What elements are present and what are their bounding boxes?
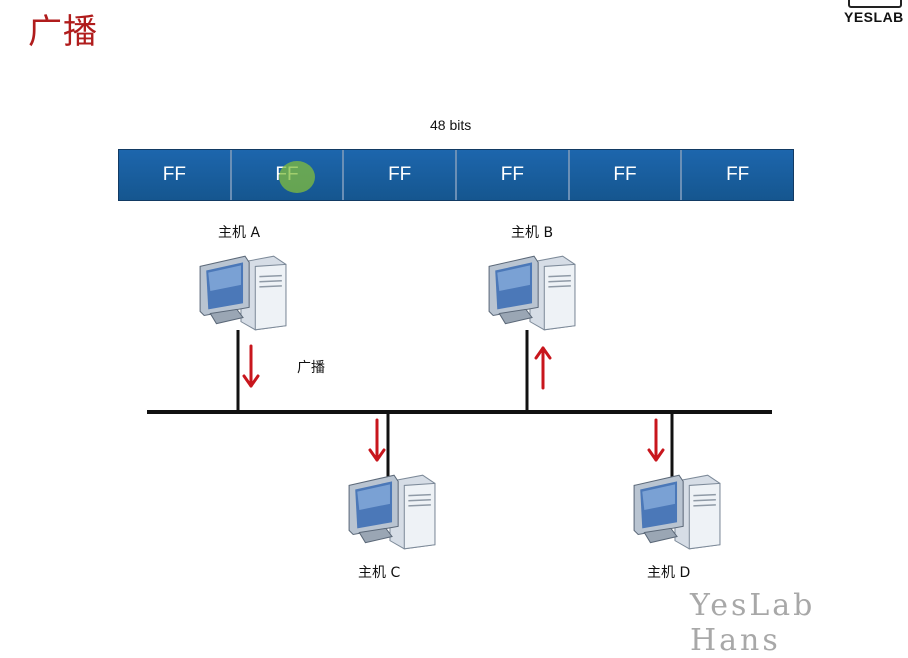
host-label: 主机 A	[218, 225, 261, 241]
arrow-down-icon	[368, 418, 386, 462]
computer-icon	[348, 474, 436, 550]
logo-frame	[848, 0, 902, 8]
computer-icon	[199, 255, 287, 331]
arrow-up-icon	[534, 346, 552, 390]
logo-text: YESLAB	[844, 9, 904, 25]
host-label: 主机 B	[511, 225, 554, 241]
broadcast-label: 广播	[297, 360, 325, 376]
computer-icon	[488, 255, 576, 331]
host-label: 主机 D	[647, 565, 691, 581]
host-label: 主机 C	[358, 565, 401, 581]
frame-byte: FF	[344, 150, 458, 200]
frame-byte: FF	[457, 150, 570, 200]
network-diagram	[147, 255, 772, 550]
broadcast-address-frame: FF FF FF FF FF FF	[118, 149, 794, 201]
frame-byte: FF	[119, 150, 232, 200]
arrow-down-icon	[647, 418, 665, 462]
yeslab-logo: YESLAB	[840, 0, 908, 32]
arrow-down-icon	[242, 344, 260, 388]
watermark: YesLab Hans	[690, 588, 816, 658]
computer-icon	[633, 474, 721, 550]
cursor-highlight	[279, 161, 315, 193]
frame-byte: FF	[569, 150, 683, 200]
frame-byte: FF	[682, 150, 794, 200]
page-title: 广播	[28, 12, 98, 52]
frame-size-label: 48 bits	[430, 117, 472, 133]
